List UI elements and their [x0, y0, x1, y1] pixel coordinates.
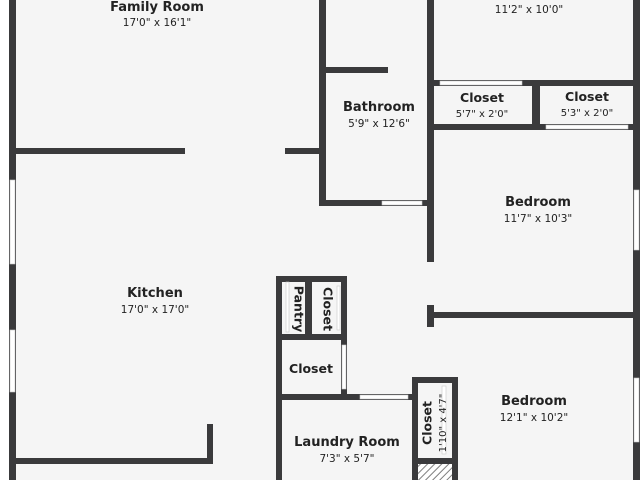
room-kitchen-name: Kitchen — [127, 286, 183, 301]
wall-kitchen-counter-bottom — [16, 458, 213, 464]
wall-center-mid — [427, 305, 434, 327]
windows — [9, 80, 640, 455]
window-bathroom-bottom — [381, 200, 423, 206]
wall-small-closet-top — [412, 377, 458, 383]
room-top-right-dims: 11'2" x 10'0" — [495, 4, 563, 16]
room-bedroom-1-dims: 11'7" x 10'3" — [504, 213, 572, 225]
window-small-closet — [441, 385, 447, 455]
room-bedroom-2-name: Bedroom — [501, 394, 567, 409]
window-right-lower — [633, 377, 640, 443]
wall-laundry-top — [276, 394, 414, 400]
room-family-room-dims: 17'0" x 16'1" — [123, 17, 191, 29]
wall-bathroom-bottom — [319, 200, 431, 206]
window-closet-b — [545, 124, 629, 130]
room-bedroom-2-dims: 12'1" x 10'2" — [500, 412, 568, 424]
room-laundry-dims: 7'3" x 5'7" — [319, 453, 374, 465]
window-left-lower — [9, 329, 16, 393]
room-closet-a-name: Closet — [460, 90, 504, 105]
wall-kitchen-counter-side — [207, 424, 213, 464]
window-laundry-top — [359, 394, 409, 400]
wall-bathroom-stub — [326, 67, 388, 73]
wall-pantry-bottom — [276, 334, 347, 340]
room-closet-d-name: Closet — [289, 361, 333, 376]
wall-bathroom-left — [319, 0, 326, 206]
wall-closets-bottom — [434, 124, 633, 130]
room-closet-b-dims: 5'3" x 2'0" — [561, 108, 613, 119]
window-pantry — [341, 344, 347, 390]
wall-family-kitchen-right — [285, 148, 322, 154]
room-bathroom-name: Bathroom — [343, 100, 415, 115]
room-closet-b-name: Closet — [565, 89, 609, 104]
room-kitchen-dims: 17'0" x 17'0" — [121, 304, 189, 316]
wall-family-kitchen-left — [16, 148, 185, 154]
wall-small-closet-left — [412, 377, 418, 480]
room-closet-e-dims: 1'10" x 4'7" — [438, 394, 449, 453]
stair-hatch — [418, 464, 452, 480]
wall-pantry-divider — [305, 276, 312, 340]
room-pantry-name: Pantry — [292, 286, 307, 332]
wall-small-closet-right — [452, 377, 458, 480]
window-left-upper — [9, 179, 16, 265]
window-right-upper — [633, 189, 640, 251]
wall-bedroom-divider — [434, 312, 633, 318]
wall-pantry-left — [276, 276, 282, 480]
window-pantry-inner — [285, 281, 290, 333]
window-closet-a — [439, 80, 523, 86]
room-family-room-name: Family Room — [110, 0, 204, 15]
room-bathroom-dims: 5'9" x 12'6" — [348, 118, 410, 130]
room-laundry-name: Laundry Room — [294, 435, 400, 450]
room-bedroom-1-name: Bedroom — [505, 195, 571, 210]
room-closet-e-name: Closet — [420, 401, 435, 445]
wall-center-upper — [427, 0, 434, 262]
wall-small-closet-bottom — [412, 458, 458, 464]
room-closet-c-name: Closet — [321, 287, 336, 331]
room-labels: Family Room 17'0" x 16'1" 11'2" x 10'0" … — [110, 0, 613, 465]
wall-closets-divider — [532, 80, 540, 130]
room-closet-a-dims: 5'7" x 2'0" — [456, 109, 508, 120]
window-closet-c-inner — [336, 285, 341, 331]
